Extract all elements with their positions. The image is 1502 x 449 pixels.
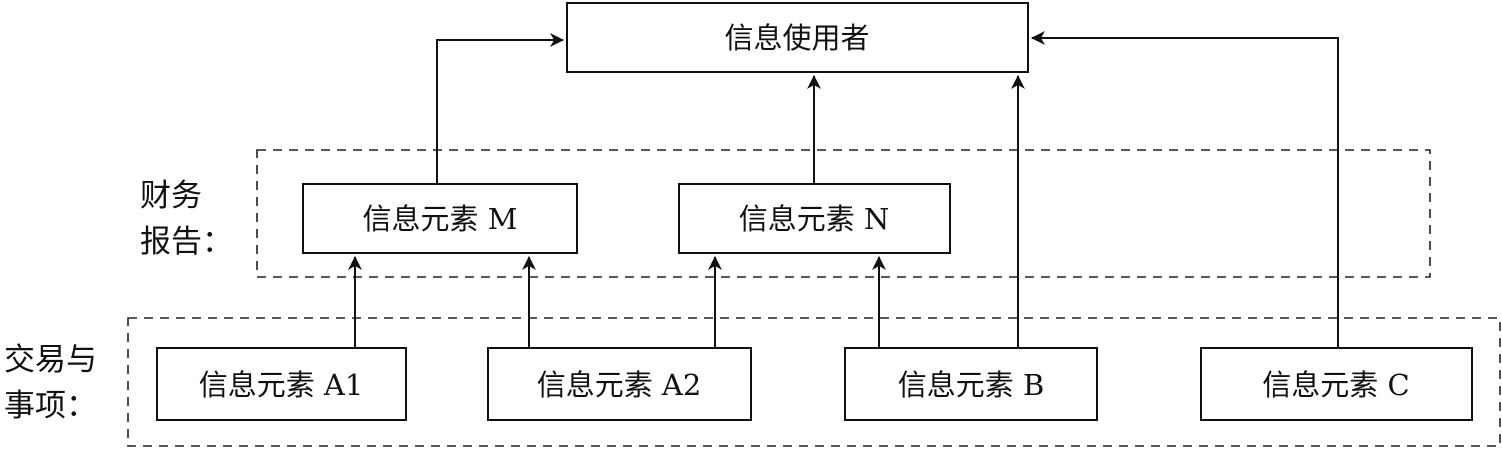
- arrow-m-to-user: [436, 33, 564, 184]
- info-element-m-label: 信息元素 M: [363, 202, 518, 236]
- transactions-label-line1: 交易与: [4, 342, 97, 378]
- info-element-c-box: [1200, 347, 1473, 421]
- connector-group: [348, 31, 1339, 348]
- info-element-a1-box: [156, 347, 407, 421]
- financial-report-label-line2: 报告：: [140, 224, 233, 260]
- info-element-m-box: [302, 183, 578, 254]
- info-element-c-label: 信息元素 C: [1262, 368, 1409, 402]
- info-element-m-node: 信息元素 M: [302, 183, 578, 254]
- info-element-a2-node: 信息元素 A2: [487, 347, 752, 421]
- info-element-b-node: 信息元素 B: [844, 347, 1098, 421]
- info-element-b-label: 信息元素 B: [898, 368, 1045, 402]
- transactions-group: [127, 317, 1501, 447]
- transactions-label-line2: 事项：: [4, 388, 97, 424]
- information-user-label: 信息使用者: [724, 21, 869, 55]
- arrow-c-to-user: [1031, 31, 1339, 348]
- information-user-box: [566, 2, 1029, 73]
- financial-report-label-line1: 财务: [140, 178, 202, 214]
- info-element-n-node: 信息元素 N: [678, 183, 951, 254]
- info-element-a1-node: 信息元素 A1: [156, 347, 407, 421]
- info-element-a2-box: [487, 347, 752, 421]
- info-element-a1-label: 信息元素 A1: [199, 368, 364, 402]
- info-element-b-box: [844, 347, 1098, 421]
- info-element-n-box: [678, 183, 951, 254]
- financial-report-group: [256, 149, 1431, 278]
- information-user-node: 信息使用者: [566, 2, 1029, 73]
- info-element-c-node: 信息元素 C: [1200, 347, 1473, 421]
- info-element-n-label: 信息元素 N: [739, 202, 890, 236]
- info-element-a2-label: 信息元素 A2: [537, 368, 702, 402]
